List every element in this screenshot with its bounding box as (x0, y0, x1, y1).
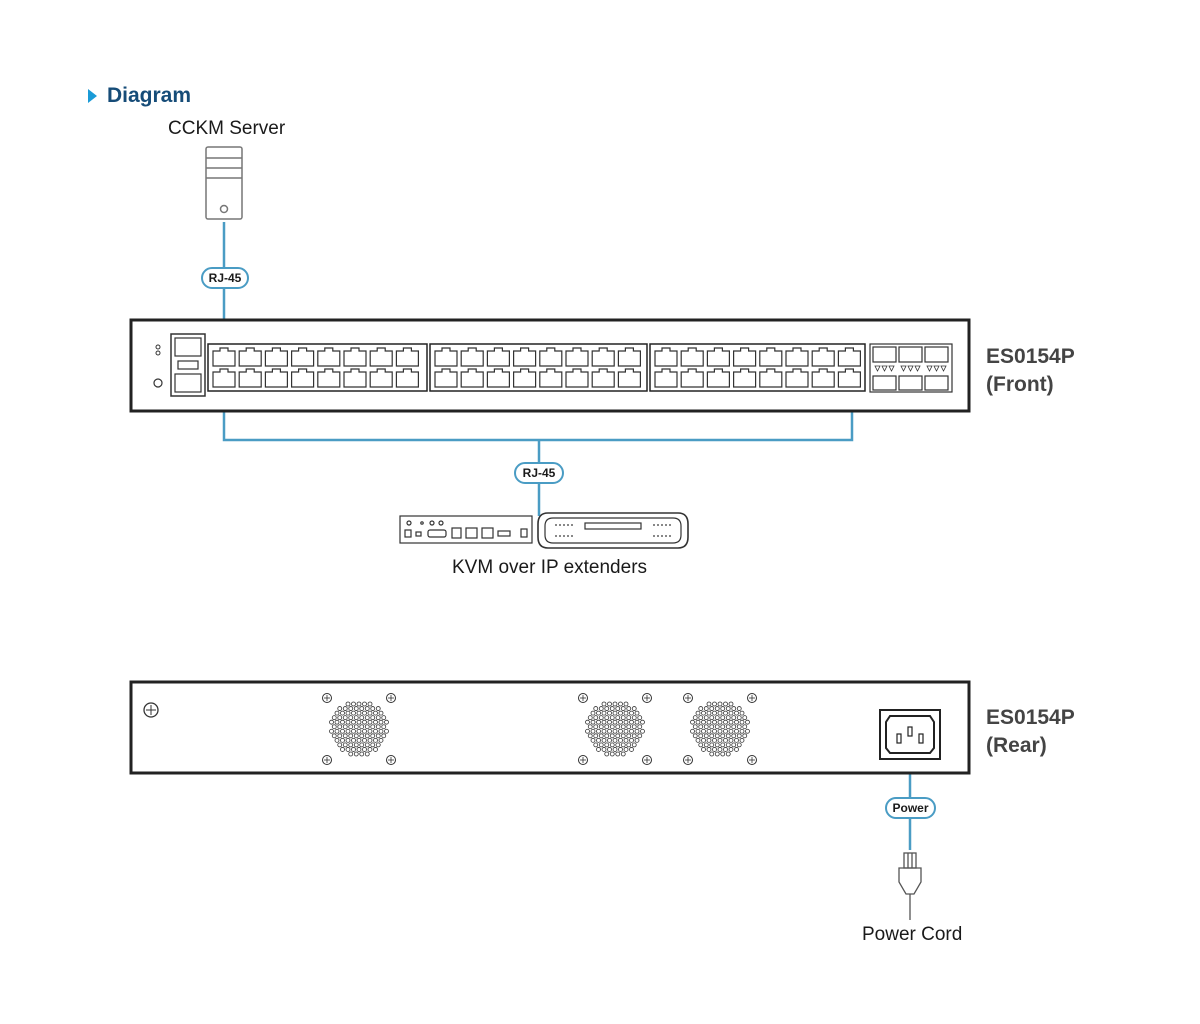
rj45-port (343, 347, 367, 367)
triangle-bullet-icon (88, 89, 97, 103)
front-view: (Front) (986, 373, 1054, 396)
rj45-port (317, 347, 341, 367)
server-tower-icon (205, 146, 243, 220)
rj45-port (395, 368, 419, 388)
rj45-port (617, 347, 641, 367)
server-label: CCKM Server (168, 118, 286, 139)
rj45-port (395, 347, 419, 367)
rear-model: ES0154P (986, 706, 1075, 729)
fan-grille-icon (683, 693, 757, 765)
rj45-port (486, 347, 510, 367)
rj45-port (565, 347, 589, 367)
rj45-port (238, 347, 262, 367)
rj45-port (811, 368, 835, 388)
rj45-port (369, 368, 393, 388)
power-cord-label: Power Cord (862, 924, 963, 945)
rj45-port (460, 347, 484, 367)
rj45-port (317, 368, 341, 388)
rj45-port (513, 347, 537, 367)
rj45-port (811, 347, 835, 367)
rj45-port (591, 368, 615, 388)
fan-grille-icon (322, 693, 396, 765)
extenders-label: KVM over IP extenders (452, 557, 648, 578)
power-plug-icon (898, 852, 922, 920)
rj45-port (486, 368, 510, 388)
rj45-port (212, 368, 236, 388)
rear-device-label: ES0154P (Rear) (986, 704, 1075, 760)
power-connector-badge: Power (885, 797, 936, 819)
front-device-label: ES0154P (Front) (986, 343, 1075, 399)
rj45-port (706, 368, 730, 388)
rj45-port (785, 368, 809, 388)
rj45-port (539, 347, 563, 367)
rj45-port (434, 368, 458, 388)
rj45-port (369, 347, 393, 367)
rj45-port (591, 347, 615, 367)
rj45-port (654, 347, 678, 367)
rj45-port (785, 347, 809, 367)
rj45-port (238, 368, 262, 388)
downlink-connector-badge: RJ-45 (514, 462, 564, 484)
rj45-port (680, 368, 704, 388)
rj45-port (617, 368, 641, 388)
rj45-port (733, 347, 757, 367)
switch-rear-panel (129, 680, 971, 775)
rj45-port (680, 347, 704, 367)
rj45-port (460, 368, 484, 388)
section-heading: Diagram (88, 84, 191, 108)
heading-text: Diagram (107, 84, 192, 107)
rj45-port (654, 368, 678, 388)
front-model: ES0154P (986, 345, 1075, 368)
rj45-port (291, 347, 315, 367)
ac-inlet-icon (879, 709, 941, 760)
rj45-port (343, 368, 367, 388)
rj45-port (513, 368, 537, 388)
rj45-port (759, 347, 783, 367)
rj45-port (291, 368, 315, 388)
rj45-port (212, 347, 236, 367)
rj45-port (837, 347, 861, 367)
rj45-port (434, 347, 458, 367)
rj45-port (733, 368, 757, 388)
rj45-port (706, 347, 730, 367)
rj45-port (565, 368, 589, 388)
rj45-port (837, 368, 861, 388)
rj45-port (264, 347, 288, 367)
rj45-port (264, 368, 288, 388)
uplink-connector-badge: RJ-45 (201, 267, 249, 289)
rj45-port (759, 368, 783, 388)
rj45-port (539, 368, 563, 388)
switch-front-panel (129, 318, 971, 413)
fan-grille-icon (578, 693, 652, 765)
kvm-extender-icon (399, 512, 689, 549)
rear-view: (Rear) (986, 734, 1047, 757)
